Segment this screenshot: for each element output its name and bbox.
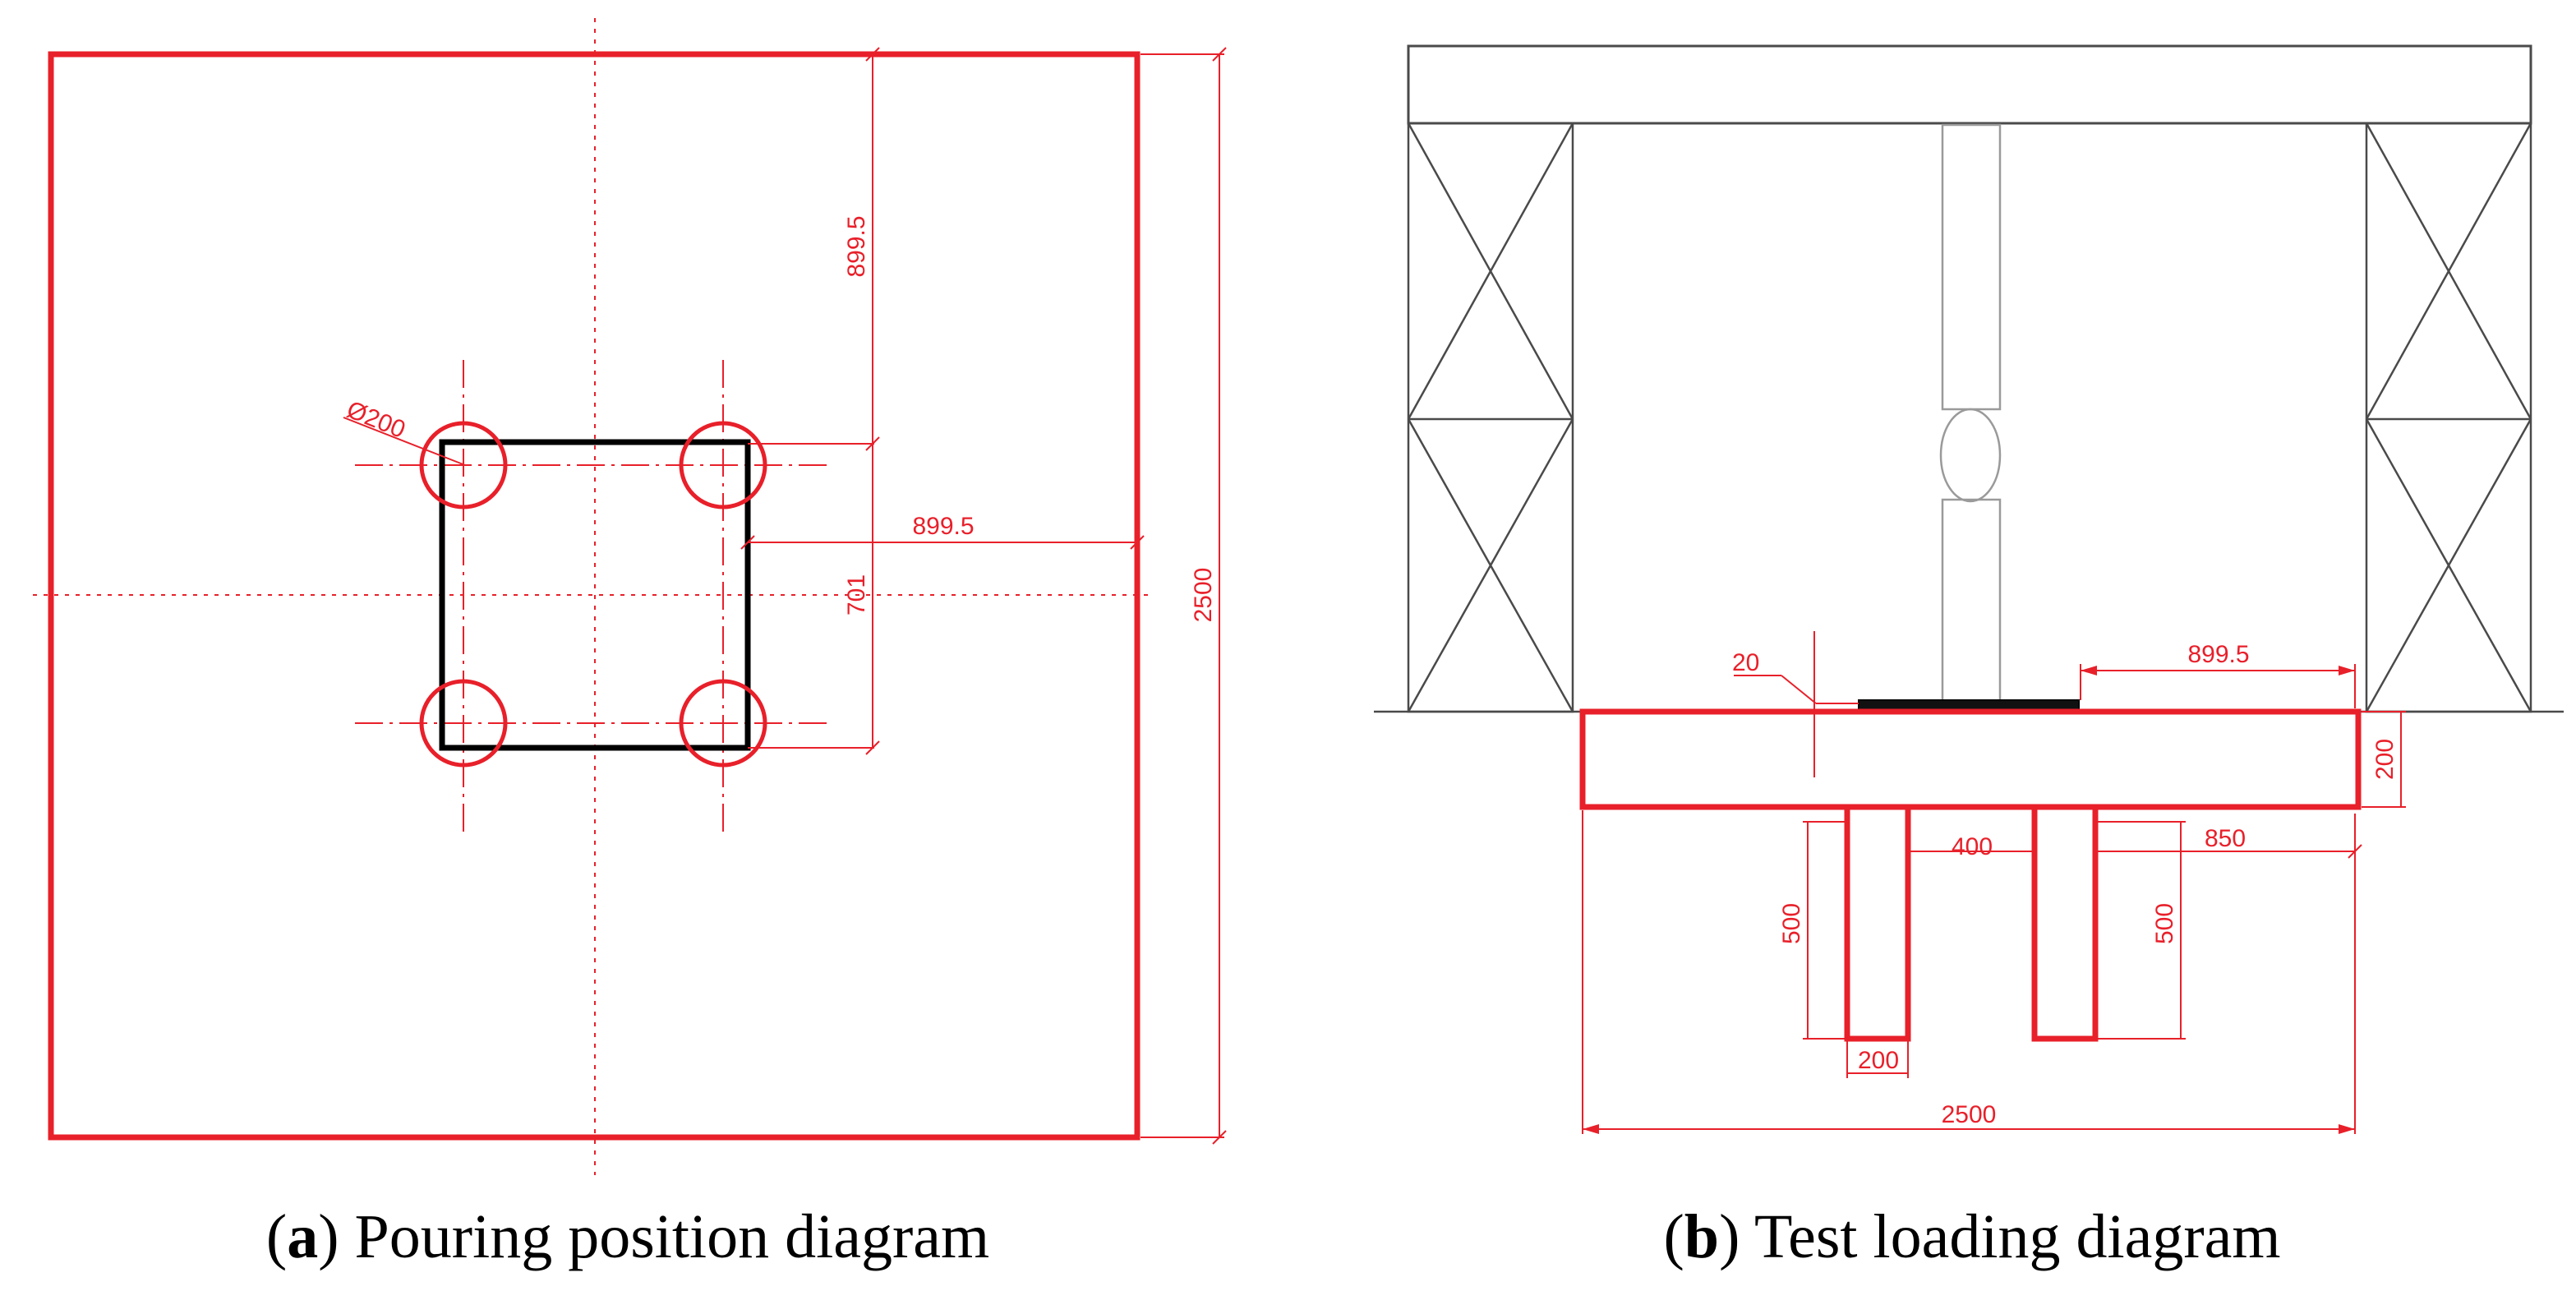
dim-gap-label: 20 (1732, 649, 1759, 676)
hole-diameter-label: Ø200 (343, 396, 408, 444)
pouring-hole (679, 421, 767, 509)
dimension-right (740, 535, 1145, 550)
loading-plate-outline (439, 439, 751, 751)
frame-left-column (1407, 122, 1574, 713)
dim-right-edge-label: 850 (2205, 825, 2246, 852)
dimension-pier-height-left (1803, 821, 1847, 1040)
dim-overall-label: 2500 (1190, 568, 1217, 623)
pouring-hole (419, 421, 508, 509)
dimension-pier-spacing (1908, 814, 2362, 859)
caption-b: (b) Test loading diagram (1663, 1202, 2280, 1271)
dimension-gap (1734, 631, 1859, 777)
pouring-holes (419, 421, 767, 768)
diameter-leader (343, 417, 466, 466)
dim-pier-spacing-label: 400 (1952, 833, 1993, 860)
loading-actuator (1939, 123, 2002, 705)
slab-outline (48, 51, 1141, 1141)
dim-slab-thickness-label: 200 (2371, 739, 2399, 780)
pouring-hole (679, 679, 767, 768)
panel-b-test-loading: 20 899.5 200 400 850 (1374, 44, 2564, 1271)
dim-right-label: 899.5 (912, 513, 974, 540)
dimension-top (748, 47, 880, 451)
frame-top-beam (1407, 44, 2532, 125)
dim-middle-label: 701 (843, 574, 870, 616)
dim-load-offset-label: 899.5 (2187, 641, 2249, 668)
dim-pier-height-left-label: 500 (1778, 903, 1805, 944)
hole-axis-lines (355, 360, 830, 833)
frame-right-column (2365, 122, 2532, 713)
pouring-hole (419, 679, 508, 768)
dimension-pier-height-right (2095, 821, 2186, 1040)
dim-top-label: 899.5 (843, 215, 870, 277)
caption-a: (a) Pouring position diagram (266, 1202, 989, 1271)
test-slab (1579, 708, 2362, 810)
dimension-total-width (1582, 810, 2356, 1134)
dim-pier-height-right-label: 500 (2151, 903, 2178, 944)
dimension-slab-thickness (2362, 711, 2406, 808)
dim-pier-width-label: 200 (1858, 1047, 1899, 1074)
support-pier-right (2031, 804, 2099, 1042)
dimension-middle (748, 444, 880, 755)
dimension-overall (1141, 47, 1227, 1145)
dim-total-width-label: 2500 (1942, 1101, 1997, 1128)
dimension-load-offset (2080, 664, 2356, 708)
panel-a-pouring-position: Ø200 899.5 899.5 701 (33, 18, 1227, 1271)
support-pier-left (1844, 804, 1911, 1042)
dimension-pier-width (1846, 1039, 1909, 1078)
